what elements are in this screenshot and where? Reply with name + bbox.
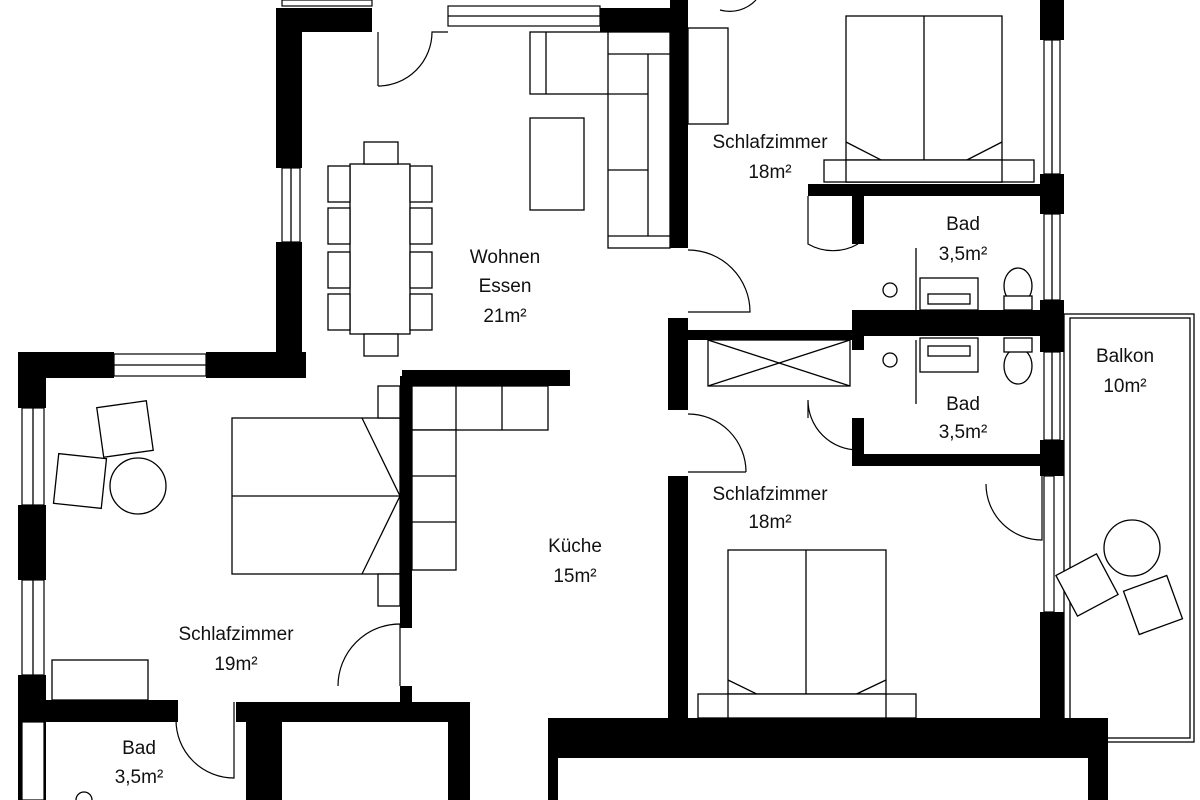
- wohnen-label-2: Essen: [479, 276, 532, 297]
- coffee-table: [529, 117, 585, 211]
- bad-top-area: 3,5m²: [939, 244, 988, 265]
- bed-right: [727, 549, 887, 719]
- furniture: [51, 15, 1184, 800]
- bad-mid-area: 3,5m²: [939, 422, 988, 443]
- bad-bottom-area: 3,5m²: [115, 767, 164, 788]
- walls: [18, 0, 1108, 800]
- schlaf-right-label: Schlafzimmer: [712, 484, 828, 505]
- wohnen-area: 21m²: [483, 306, 526, 327]
- schlaf-left-label: Schlafzimmer: [178, 624, 294, 645]
- bad-bottom-label: Bad: [122, 738, 156, 759]
- schlaf-top-label: Schlafzimmer: [712, 132, 828, 153]
- bad-mid-label: Bad: [946, 394, 980, 415]
- kitchen-counter: [411, 385, 549, 431]
- dining-table: [349, 163, 411, 335]
- doors: [175, 0, 1043, 779]
- balkon-area: 10m²: [1103, 376, 1146, 397]
- schlaf-top-area: 18m²: [748, 162, 791, 183]
- room-labels: Wohnen Essen 21m² Schlafzimmer 18m² Bad …: [115, 132, 1154, 788]
- balcony: [1063, 313, 1195, 743]
- kueche-label: Küche: [548, 536, 602, 557]
- bad-top-label: Bad: [946, 214, 980, 235]
- windows: [21, 0, 1061, 800]
- schlaf-left-area: 19m²: [214, 654, 257, 675]
- kueche-area: 15m²: [553, 566, 596, 587]
- wohnen-label-1: Wohnen: [470, 247, 540, 268]
- schlaf-right-area: 18m²: [748, 512, 791, 533]
- balkon-label: Balkon: [1096, 346, 1154, 367]
